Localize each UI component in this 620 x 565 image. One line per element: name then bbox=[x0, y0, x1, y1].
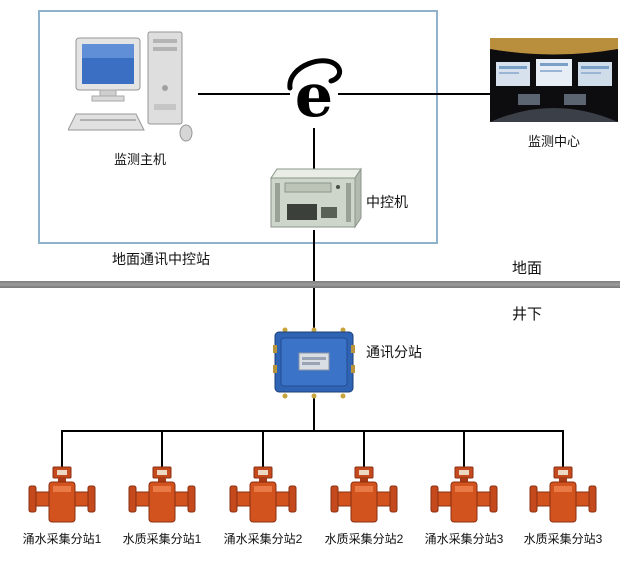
rack-server-icon bbox=[263, 166, 363, 232]
ground-separator-bar bbox=[0, 281, 620, 288]
collector-device-label: 水质采集分站1 bbox=[122, 532, 202, 546]
collector-device-6: 水质采集分站3 bbox=[513, 466, 613, 547]
drop-line-3 bbox=[262, 430, 264, 468]
collector-device-1: 涌水采集分站1 bbox=[12, 466, 112, 547]
surface-station-box bbox=[38, 10, 438, 244]
collector-device-label: 水质采集分站3 bbox=[523, 532, 603, 546]
internet-e-glyph: e bbox=[295, 61, 333, 130]
collector-device-label: 水质采集分站2 bbox=[324, 532, 404, 546]
line-substation-bus bbox=[313, 398, 315, 432]
line-internet-monitorcenter bbox=[338, 93, 490, 95]
collector-device-4: 水质采集分站2 bbox=[314, 466, 414, 547]
comm-substation-icon bbox=[273, 326, 355, 400]
collector-device-2: 水质采集分站1 bbox=[112, 466, 212, 547]
collector-device-icon bbox=[128, 466, 196, 523]
drop-line-1 bbox=[61, 430, 63, 468]
surface-station-caption: 地面通讯中控站 bbox=[112, 251, 210, 267]
drop-line-2 bbox=[161, 430, 163, 468]
collector-device-icon bbox=[430, 466, 498, 523]
collector-device-icon bbox=[28, 466, 96, 523]
comm-substation-label: 通讯分站 bbox=[366, 344, 422, 360]
monitor-center-label: 监测中心 bbox=[527, 134, 580, 149]
drop-line-4 bbox=[363, 430, 365, 468]
collector-device-label: 涌水采集分站1 bbox=[22, 532, 102, 546]
central-control-label: 中控机 bbox=[366, 194, 408, 210]
monitor-host-label: 监测主机 bbox=[113, 152, 166, 167]
desktop-computer-icon bbox=[68, 30, 196, 148]
line-server-substation bbox=[313, 230, 315, 328]
line-internet-server bbox=[313, 128, 315, 170]
surface-label: 地面 bbox=[512, 260, 543, 277]
collector-device-5: 涌水采集分站3 bbox=[414, 466, 514, 547]
bus-line bbox=[61, 430, 564, 432]
collector-device-icon bbox=[330, 466, 398, 523]
drop-line-5 bbox=[463, 430, 465, 468]
collector-device-icon bbox=[229, 466, 297, 523]
drop-line-6 bbox=[562, 430, 564, 468]
collector-device-label: 涌水采集分站3 bbox=[424, 532, 504, 546]
collector-device-icon bbox=[529, 466, 597, 523]
line-host-internet bbox=[198, 93, 290, 95]
internet-e-icon: e bbox=[285, 58, 343, 130]
underground-label: 井下 bbox=[512, 306, 543, 323]
collector-device-label: 涌水采集分站2 bbox=[223, 532, 303, 546]
collector-device-3: 涌水采集分站2 bbox=[213, 466, 313, 547]
monitor-center-photo bbox=[490, 38, 618, 122]
